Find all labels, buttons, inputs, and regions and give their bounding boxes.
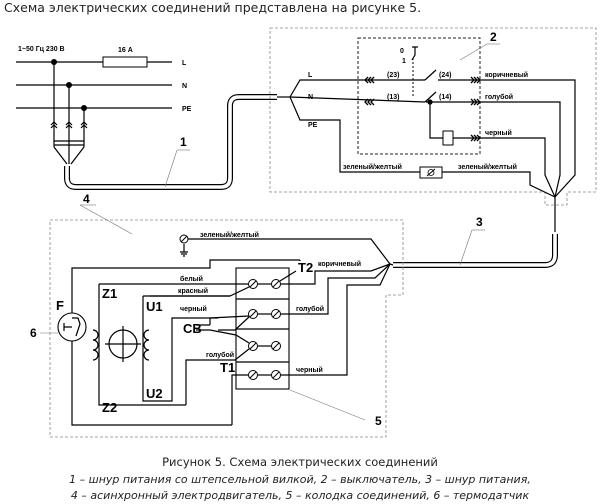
terminal-screw-icon [248,309,258,319]
line-label-pe: PE [182,106,192,113]
line-label-n: N [182,83,187,90]
cable-label-pe: PE [308,122,318,129]
label-u2: U2 [146,386,163,401]
figure-caption-legend-1: 1 – шнур питания со штепсельной вилкой, … [69,473,531,486]
switch-inner-box [357,37,481,155]
wire-label-blue-in: голубой [206,351,234,359]
motor-enclosure [49,219,404,438]
terminal-screw-icon [271,341,281,351]
power-cord-1: 1 [64,94,277,190]
terminal-screw-icon [271,309,281,319]
contact-23: (23) [387,72,399,79]
terminal-screw-icon [271,279,281,289]
callout-1: 1 [180,135,187,149]
wire-color-blue: голубой [485,93,513,101]
switch-wiring: L N PE (23) (13) (24) (14) 0 1 коричневы… [277,46,576,198]
motor-ground-label: зеленый/желтый [200,231,259,239]
cable-label-n: N [308,94,313,101]
supply-network: 1~50 Гц 230 В 16 А L N PE [16,46,192,165]
callout-3: 3 [476,215,483,229]
label-z2: Z2 [102,400,117,415]
label-t1: T1 [220,360,235,375]
callout-5: 5 [375,414,382,428]
wire-label-blue-out: голубой [296,305,324,313]
figure-caption-legend-2: 4 – асинхронный электродвигатель, 5 – ко… [70,489,530,502]
switch-enclosure [269,27,597,206]
wire-label-black-out: черный [296,366,323,374]
cable-label-l: L [308,72,313,79]
ground-label-right: зеленый/желтый [458,163,517,171]
label-u1: U1 [146,299,163,314]
wire-color-black: черный [485,129,512,137]
contact-24: (24) [439,72,451,79]
motor-wiring: зеленый/желтый F 6 Z1 Z2 U1 U2 [30,231,394,428]
ground-label-left: зеленый/желтый [343,163,402,171]
wire-color-brown: коричневый [485,71,528,79]
figure-caption-title: Рисунок 5. Схема электрических соединени… [162,455,438,469]
indicator-lamp [442,130,454,146]
callout-2: 2 [490,30,497,44]
terminal-screw-icon [248,341,258,351]
switch-actuator-icon [411,46,418,61]
intro-text: Схема электрических соединений представл… [4,0,422,15]
contact-13: (13) [387,94,399,101]
fuse-label: 16 А [118,47,133,54]
label-cb: CB [183,321,202,336]
fuse [102,56,148,68]
switch-pos-0: 0 [400,48,404,55]
terminal-screw-icon [271,370,281,380]
wire-label-black-in: черный [180,305,207,313]
callout-4: 4 [83,192,90,206]
contact-14: (14) [439,94,451,101]
line-label-l: L [182,60,187,67]
label-f: F [56,298,64,313]
wire-label-white: белый [180,275,203,283]
callout-6: 6 [30,326,37,340]
voltage-label: 1~50 Гц 230 В [18,46,65,53]
winding-u-icon [143,329,150,361]
power-cord-3: 3 [393,197,558,268]
terminal-screw-icon [248,279,258,289]
terminal-screw-icon [248,370,258,380]
ground-symbol-icon [180,244,188,257]
connector-icon [364,98,375,106]
switch-pos-1: 1 [402,58,406,65]
wire-label-brown-out: коричневый [318,260,361,268]
label-z1: Z1 [102,286,117,301]
label-t2: T2 [298,260,313,275]
winding-z-icon [92,329,99,361]
wire-label-red: красный [178,287,208,295]
